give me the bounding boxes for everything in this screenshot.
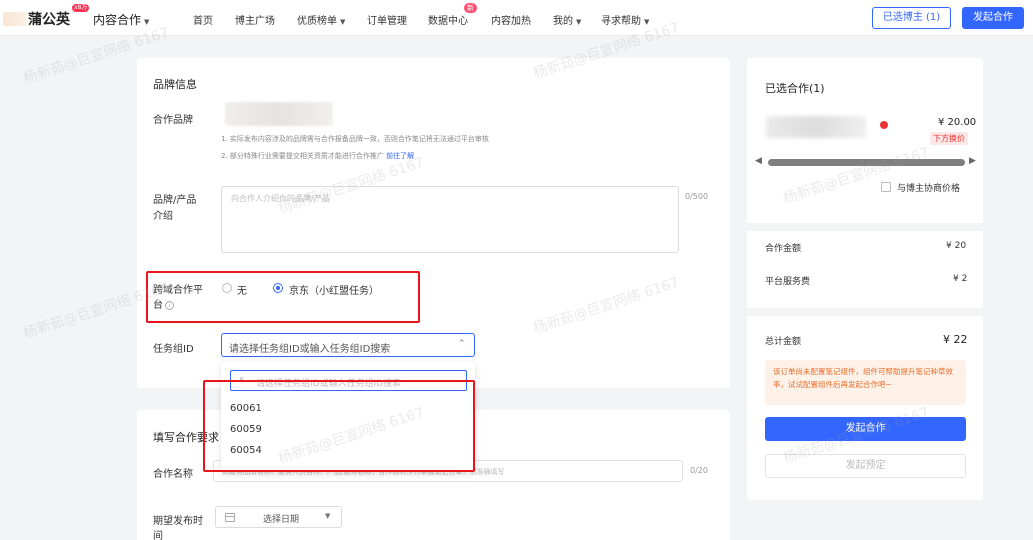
component-warning: 该订单尚未配置笔记组件，组件可帮助提升笔记种草效率，试试配置组件后再发起合作吧~ [765, 360, 966, 405]
highlight-box-dropdown [203, 380, 475, 472]
brand-hint-2: 2. 部分特殊行业需要提交相关资质才能进行合作推广 前往了解 [221, 152, 415, 160]
chevron-up-icon[interactable]: ⌃ [458, 339, 466, 349]
section-title-requirements: 填写合作要求 [153, 431, 219, 444]
chevron-down-icon: ▼ [144, 18, 150, 26]
fee-value: ¥ 2 [953, 274, 968, 284]
brand-label: 合作品牌 [153, 115, 193, 126]
learn-more-link[interactable]: 前往了解 [386, 152, 415, 160]
remove-icon[interactable] [880, 121, 888, 129]
coop-name-count: 0/20 [690, 466, 708, 475]
top-nav: 蒲公英 x8万 内容合作▼ 首页 博主广场 优质榜单▼ 订单管理 数据中心 新 … [0, 0, 1033, 36]
nav-help[interactable]: 寻求帮助▼ [601, 16, 650, 27]
nav-mine[interactable]: 我的▼ [553, 16, 582, 27]
dropdown-search-placeholder: 请选择任务组ID或输入任务组ID搜索 [256, 379, 402, 389]
nav-data-center[interactable]: 数据中心 [428, 16, 468, 27]
intro-label-2: 介绍 [153, 211, 173, 222]
nav-home[interactable]: 首页 [193, 16, 213, 27]
intro-label-1: 品牌/产品 [153, 195, 197, 206]
brand-intro-textarea[interactable]: 向合作人介绍你的品牌/产品 [221, 186, 679, 253]
scroll-left-icon[interactable]: ◀ [755, 156, 762, 166]
task-group-label: 任务组ID [153, 344, 194, 355]
blogger-avatar [766, 116, 866, 138]
product-switcher[interactable]: 内容合作▼ [93, 13, 150, 27]
summary-title: 已选合作(1) [765, 82, 825, 95]
summary-divider [747, 223, 983, 231]
new-badge: 新 [464, 3, 477, 13]
calendar-icon [225, 513, 235, 522]
chevron-down-icon: ▼ [340, 18, 346, 26]
brand-value [225, 102, 333, 126]
publish-date-picker[interactable]: 选择日期 ▼ [215, 506, 342, 528]
search-icon: ⌕ [239, 374, 245, 384]
fee-label: 平台服务费 [765, 277, 811, 287]
launch-cooperation-button[interactable]: 发起合作 [765, 417, 966, 441]
task-group-select[interactable]: 请选择任务组ID或输入任务组ID搜索 ⌃ [221, 333, 475, 357]
date-placeholder: 选择日期 [263, 515, 300, 525]
brand-hint-1: 1. 实际发布内容涉及的品牌需与合作报备品牌一致，否则合作笔记将无法通过平台审核 [221, 135, 489, 143]
intro-count: 0/500 [685, 192, 709, 201]
cross-platform-label-1: 跨域合作平 [153, 285, 203, 296]
radio-none[interactable] [222, 283, 232, 293]
blogger-price: ¥ 20.00 [938, 117, 977, 128]
total-label: 总计金额 [765, 337, 802, 347]
date-label-1: 期望发布时 [153, 516, 203, 527]
logo-badge: x8万 [72, 4, 90, 12]
coop-name-label: 合作名称 [153, 469, 193, 480]
nav-orders[interactable]: 订单管理 [367, 16, 407, 27]
horizontal-scrollbar[interactable] [768, 159, 965, 166]
negotiate-label: 与博主协商价格 [897, 184, 961, 194]
selected-bloggers-button[interactable]: 已选博主 (1) [872, 7, 951, 29]
radio-jd[interactable] [273, 283, 283, 293]
section-title-brand: 品牌信息 [153, 78, 197, 91]
logo-icon [3, 12, 27, 26]
date-label-2: 间 [153, 531, 163, 540]
price-tag: 下方换价 [930, 132, 968, 145]
summary-divider [747, 308, 983, 316]
scroll-right-icon[interactable]: ▶ [969, 156, 976, 166]
amount-value: ¥ 20 [946, 241, 967, 251]
highlight-box-cross-platform [146, 271, 420, 323]
brand-intro-placeholder: 向合作人介绍你的品牌/产品 [231, 194, 330, 203]
radio-jd-label: 京东（小红盟任务） [289, 286, 379, 297]
chevron-down-icon: ▼ [325, 512, 331, 520]
nav-blogger-square[interactable]: 博主广场 [235, 16, 275, 27]
task-group-placeholder: 请选择任务组ID或输入任务组ID搜索 [229, 344, 391, 355]
chevron-down-icon: ▼ [576, 18, 582, 26]
nav-ranking[interactable]: 优质榜单▼ [297, 16, 346, 27]
radio-none-label: 无 [237, 286, 247, 297]
launch-reservation-button[interactable]: 发起预定 [765, 454, 966, 478]
dropdown-option[interactable]: 60054 [230, 445, 262, 456]
logo-text: 蒲公英 [28, 12, 70, 28]
chevron-down-icon: ▼ [644, 18, 650, 26]
info-icon[interactable]: i [165, 300, 174, 310]
amount-label: 合作金额 [765, 244, 802, 254]
negotiate-checkbox[interactable] [881, 182, 891, 192]
dropdown-option[interactable]: 60059 [230, 424, 262, 435]
launch-cooperation-top-button[interactable]: 发起合作 [962, 7, 1024, 29]
coop-name-placeholder: 如服务品牌名称、服务人员名称、产品/服务名称，合作后将作为单独笔记订单，须准确填… [222, 468, 505, 476]
total-value: ¥ 22 [943, 333, 968, 346]
dropdown-option[interactable]: 60061 [230, 403, 262, 414]
nav-content-boost[interactable]: 内容加热 [491, 16, 531, 27]
